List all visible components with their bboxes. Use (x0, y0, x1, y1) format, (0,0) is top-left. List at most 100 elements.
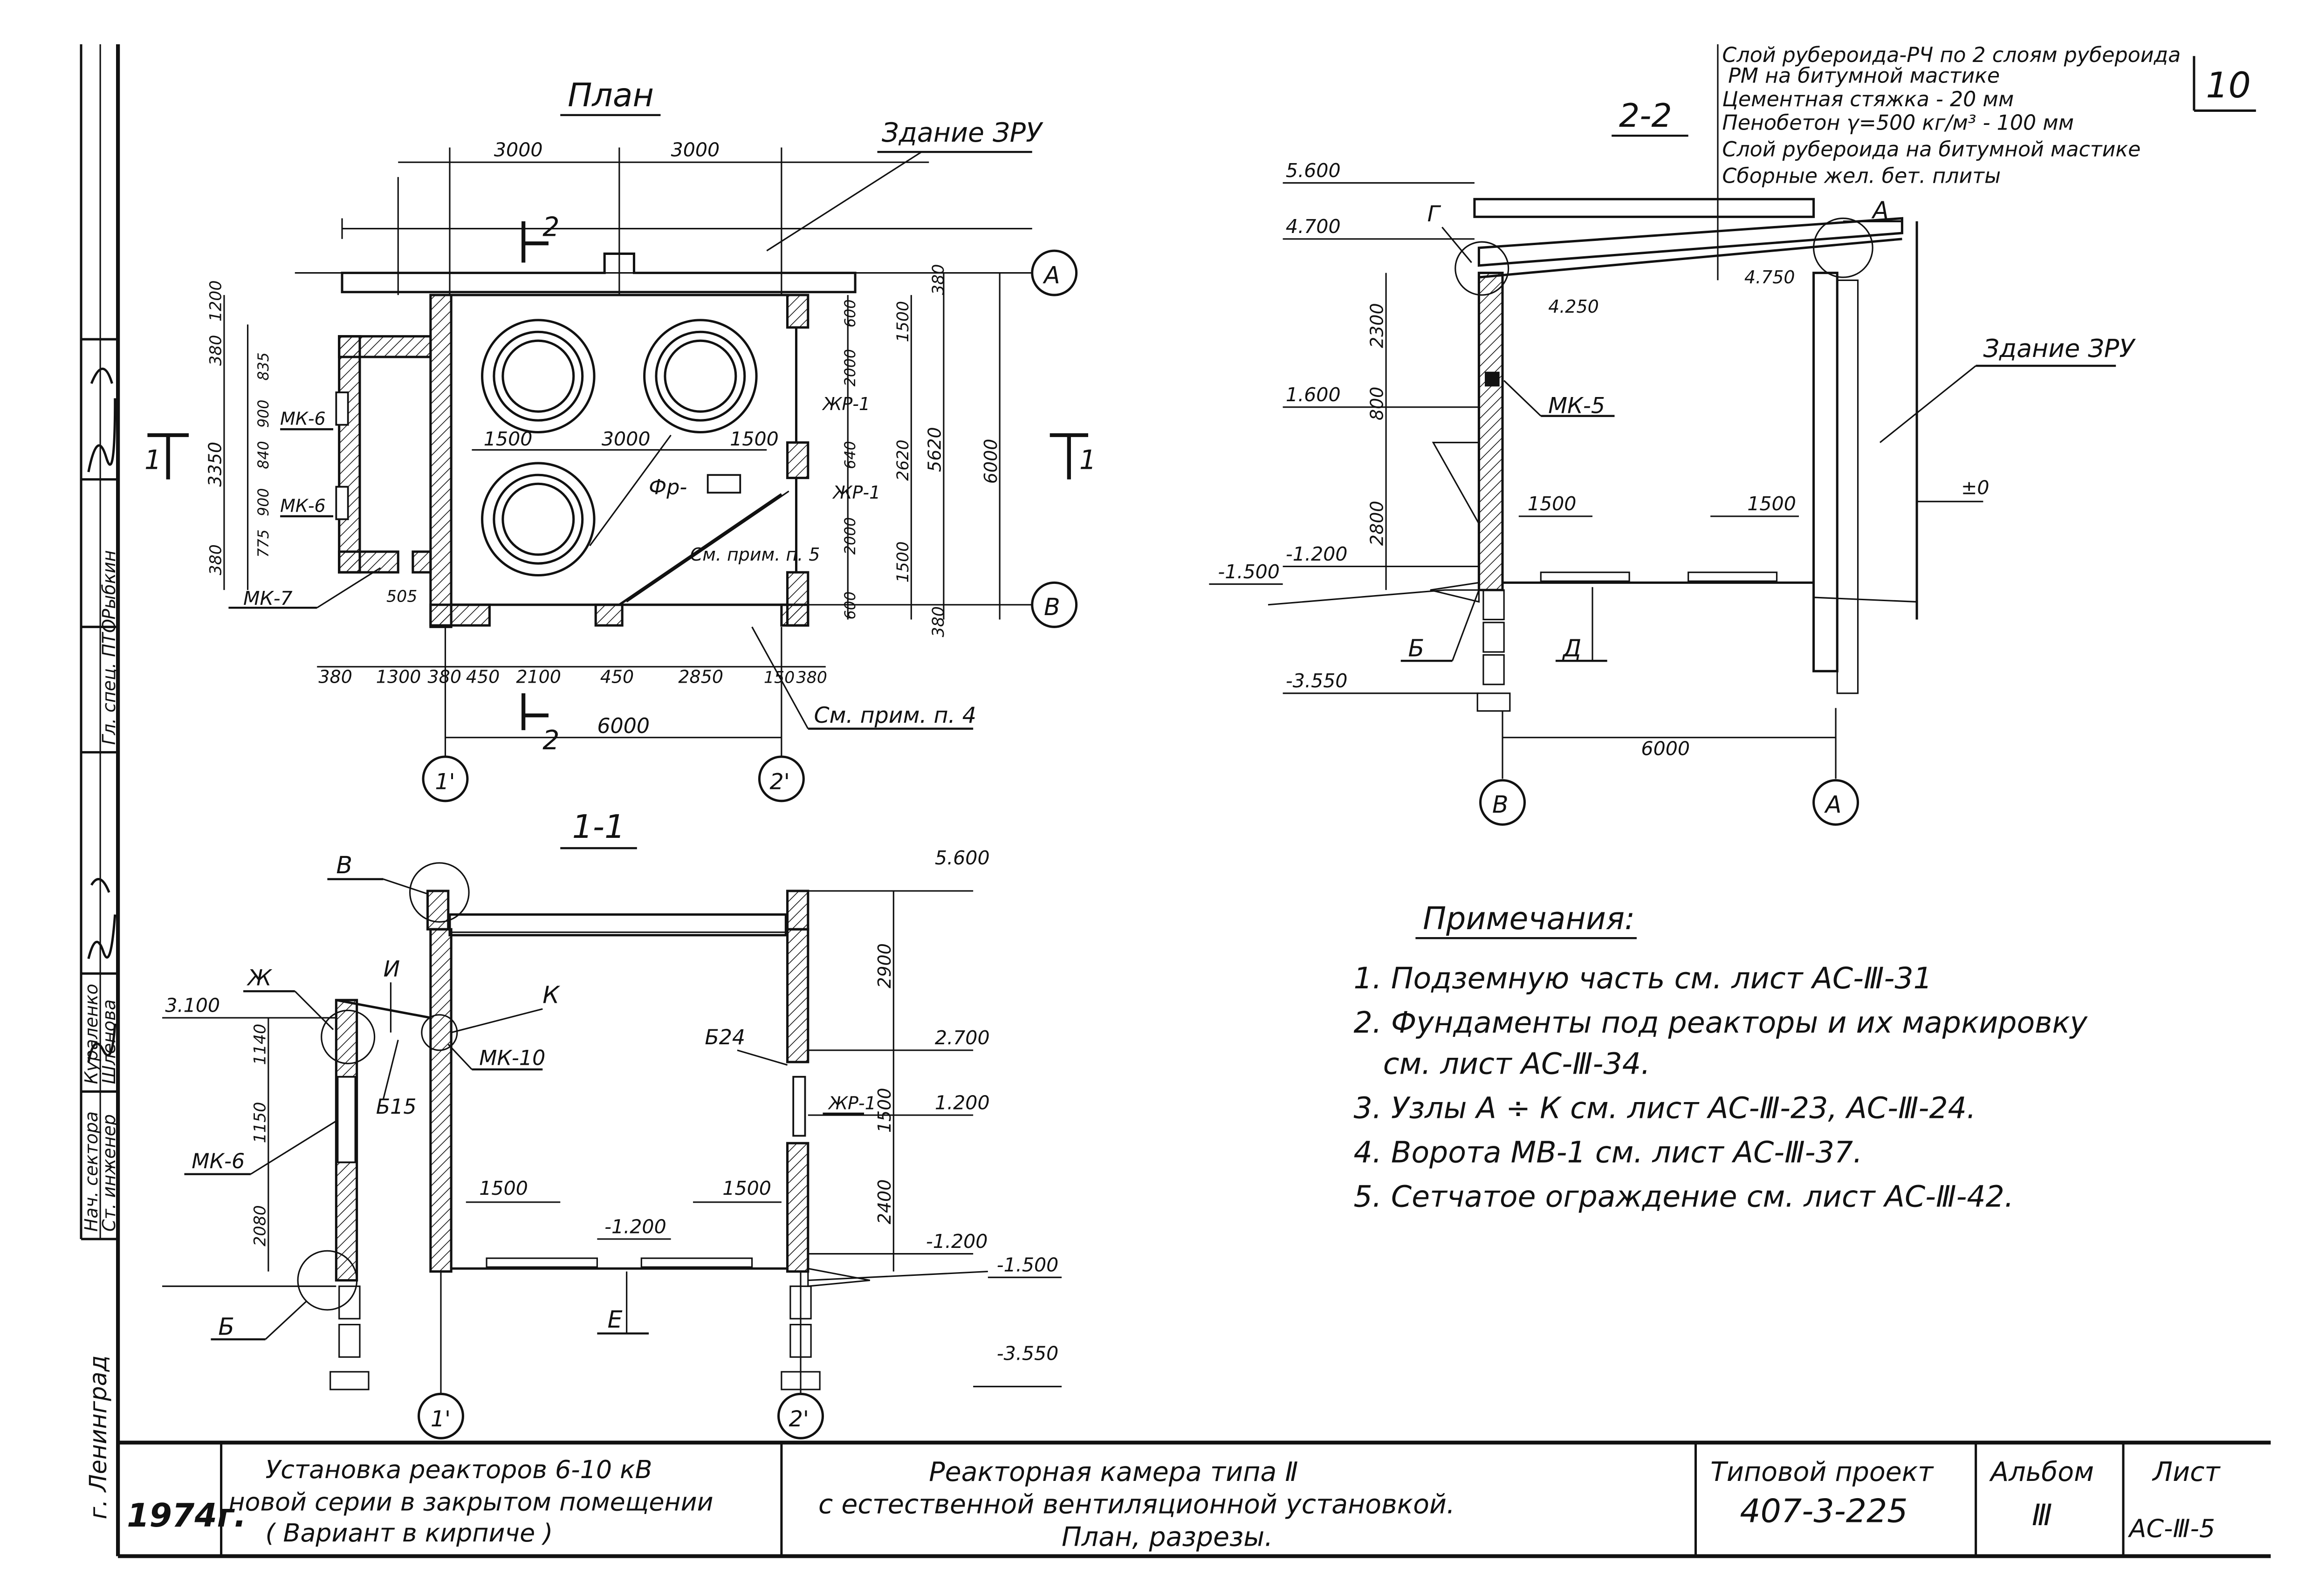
s11-elev-3100: 3.100 (165, 994, 220, 1016)
plan-dim-right-600a: 600 (842, 299, 859, 327)
plan-dim-bottom-2100: 2100 (516, 667, 561, 687)
notes-title: Примечания: (1423, 900, 1635, 937)
note-2b: см. лист АС-Ⅲ-34. (1383, 1046, 1650, 1081)
s11-label-k: К (542, 981, 560, 1008)
plan-cut1-right: 1 (1079, 445, 1096, 476)
stamp-role-2: Ст. инженер (99, 1114, 119, 1232)
s11-axis-2: 2' (789, 1406, 809, 1432)
plan-dim-right-380b: 380 (929, 606, 948, 637)
note-5: 5. Сетчатое ограждение см. лист АС-Ⅲ-42. (1353, 1179, 2014, 1213)
s22-elev-3550: -3.550 (1286, 670, 1348, 692)
sheet-value: АС-Ⅲ-5 (2128, 1514, 2215, 1543)
plan-dim-left-900a: 900 (255, 400, 272, 428)
s22-layer-2: РМ на битумной мастике (1728, 64, 2000, 88)
plan-axis-a: А (1043, 261, 1060, 289)
s11-dim-1500-left: 1500 (479, 1177, 528, 1199)
s11-elev-neg3550: -3.550 (997, 1343, 1059, 1365)
s11-dim-2080: 2080 (251, 1205, 270, 1247)
sheet-label: Лист (2152, 1457, 2221, 1487)
plan-dim-right-5620: 5620 (925, 427, 945, 472)
plan-axis-1: 1' (435, 769, 455, 795)
plan-dim-right-380a: 380 (929, 264, 948, 295)
s11-label-b24: Б24 (705, 1026, 745, 1049)
year: 1974г. (127, 1497, 247, 1534)
plan-dim-right-1500a: 1500 (894, 301, 912, 342)
note-4: 4. Ворота МВ-1 см. лист АС-Ⅲ-37. (1353, 1135, 1862, 1169)
s22-label-g: Г (1427, 201, 1441, 227)
plan-dim-left-380a: 380 (207, 335, 226, 366)
plan-dim-right-640: 640 (842, 441, 859, 469)
s22-mk5: МК-5 (1548, 393, 1605, 418)
s11-elev-1200: 1.200 (935, 1091, 990, 1114)
plan-dim-right-6000: 6000 (981, 439, 1001, 484)
plan-inner-dim-2: 3000 (602, 428, 651, 450)
plan-zhr1-a: ЖР-1 (822, 394, 870, 414)
s22-label-d: Д (1562, 635, 1582, 662)
plan-dim-bottom-2850: 2850 (678, 667, 723, 687)
sheet-frame (116, 44, 2271, 1558)
s11-label-e: Е (608, 1306, 623, 1333)
title-line-2: с естественной вентиляционной установкой… (818, 1489, 1455, 1520)
s22-dim-2800: 2800 (1367, 501, 1387, 546)
s22-dim-800: 800 (1367, 387, 1387, 421)
plan-dim-right-600b: 600 (842, 591, 859, 619)
s11-axis-1: 1' (431, 1406, 451, 1432)
s11-dim-1500-right: 1500 (722, 1177, 771, 1199)
project-value: 407-3-225 (1740, 1493, 1907, 1530)
s22-elev-1200: -1.200 (1286, 543, 1348, 565)
plan-mk7: МК-7 (243, 587, 293, 610)
subject-line-2: новой серии в закрытом помещении (228, 1487, 713, 1516)
signature-2 (87, 368, 117, 473)
signature-3 (87, 1023, 117, 1062)
stamp-name-1: Кураленко (81, 984, 102, 1084)
s11-dim-2900: 2900 (874, 943, 895, 988)
s11-dim-1500: 1500 (874, 1088, 895, 1133)
plan-dim-bottom-6000: 6000 (597, 714, 650, 738)
s22-elev-5600: 5.600 (1286, 159, 1341, 182)
s11-foundation-left (329, 1285, 370, 1391)
sheet-number: 10 (2206, 65, 2251, 106)
plan-dim-right-1500b: 1500 (894, 541, 912, 583)
s22-elev-4700: 4.700 (1286, 215, 1341, 238)
plan-mk6-1: МК-6 (280, 409, 326, 429)
notes-block: Примечания: 1. Подземную часть см. лист … (1353, 900, 2088, 1213)
s22-label-b: Б (1408, 635, 1425, 662)
section-2-2: 2-2 Слой рубероида-РЧ по 2 слоям руберои… (1209, 43, 2181, 826)
stamp-role-1: Нач. сектора (81, 1111, 102, 1232)
s22-layer-5: Слой рубероида на битумной мастике (1722, 138, 2140, 162)
plan-fr-label: Фр- (649, 475, 687, 499)
s22-dim-1500a: 1500 (1528, 493, 1577, 515)
album-label: Альбом (1989, 1457, 2094, 1487)
s22-title: 2-2 (1619, 97, 1672, 135)
plan-note5-label: См. прим. п. 5 (690, 544, 820, 565)
reactor-1 (481, 319, 596, 434)
plan-dim-left-900b: 900 (255, 488, 272, 516)
stamp-strip (80, 44, 118, 1240)
plan-note4-label: См. прим. п. 4 (814, 703, 976, 728)
s22-layer-4: Пенобетон γ=500 кг/м³ - 100 мм (1722, 111, 2074, 135)
stamp-name-3: Рыбкин (99, 550, 119, 620)
reactor-2 (643, 319, 758, 434)
signature-1 (87, 878, 117, 959)
project-label: Типовой проект (1710, 1457, 1934, 1487)
plan-inner-dim-1: 1500 (484, 428, 533, 450)
plan-dim-right-2000a: 2000 (842, 349, 859, 387)
s11-title: 1-1 (572, 808, 625, 846)
plan-mk6-2: МК-6 (280, 495, 326, 516)
city: г. Ленинград (84, 1355, 112, 1519)
plan-cut1-left: 1 (144, 445, 161, 476)
plan-dim-bottom-380b: 380 (428, 667, 461, 687)
s22-elev-4250: 4.250 (1548, 296, 1599, 317)
s11-elev-2700: 2.700 (935, 1027, 990, 1049)
s22-elev-4750: 4.750 (1744, 267, 1795, 288)
plan-dim-right-2620: 2620 (894, 439, 912, 481)
plan-axis-2: 2' (770, 769, 790, 795)
s22-dim-1500b: 1500 (1747, 493, 1796, 515)
s22-layer-3: Цементная стяжка - 20 мм (1722, 88, 2014, 111)
stamp-role-3: Гл. спец. ПТО (99, 619, 119, 745)
plan-cut2-bottom: 2 (542, 725, 559, 756)
s11-elev-neg1500: -1.500 (997, 1254, 1059, 1276)
plan-dim-left-835: 835 (255, 352, 272, 380)
plan-inner-dim-3: 1500 (730, 428, 779, 450)
